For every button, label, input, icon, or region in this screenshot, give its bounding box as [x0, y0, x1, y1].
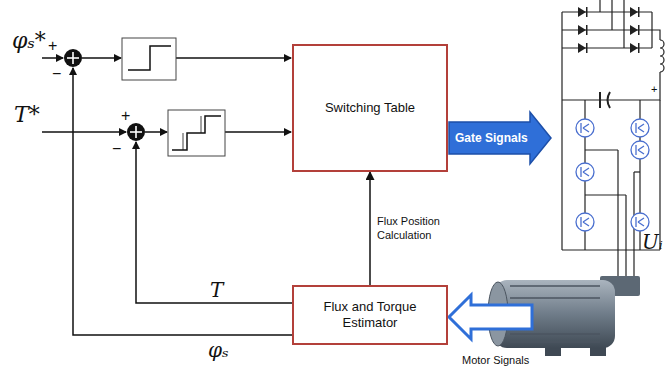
torque-feedback: T	[210, 280, 223, 300]
sign: −	[112, 141, 121, 157]
flux-feedback: φₛ	[208, 340, 229, 360]
reference-flux: φₛ*	[12, 30, 46, 52]
inverter-schematic	[562, 0, 664, 295]
process-box: Switching Table	[292, 44, 448, 172]
box-label: Switching Table	[325, 100, 415, 116]
box-content: Switching Table	[325, 100, 415, 116]
igbt-symbols	[576, 119, 649, 231]
diode-symbols	[578, 7, 640, 53]
box-content: Flux and Torque Estimator	[300, 299, 440, 332]
edge-label: Flux Position Calculation	[377, 215, 451, 243]
hysteresis-block	[122, 38, 225, 156]
signal-name: Gate Signals	[455, 132, 528, 144]
motor-signal-arrow	[449, 295, 532, 339]
signal-wires	[42, 58, 292, 335]
polarity-sign: +	[651, 84, 657, 95]
sign: −	[52, 66, 61, 82]
process-box: Flux and Torque Estimator	[292, 285, 448, 345]
signal-name: Motor Signals	[460, 355, 531, 366]
sign: +	[121, 108, 130, 124]
box-label: Flux and Torque Estimator	[300, 299, 440, 332]
voltage-label: Uᵢ	[642, 232, 663, 252]
connector	[369, 172, 371, 285]
sign: +	[48, 38, 57, 54]
gate-signal-arrow	[449, 112, 551, 164]
reference-torque: T*	[14, 104, 40, 126]
